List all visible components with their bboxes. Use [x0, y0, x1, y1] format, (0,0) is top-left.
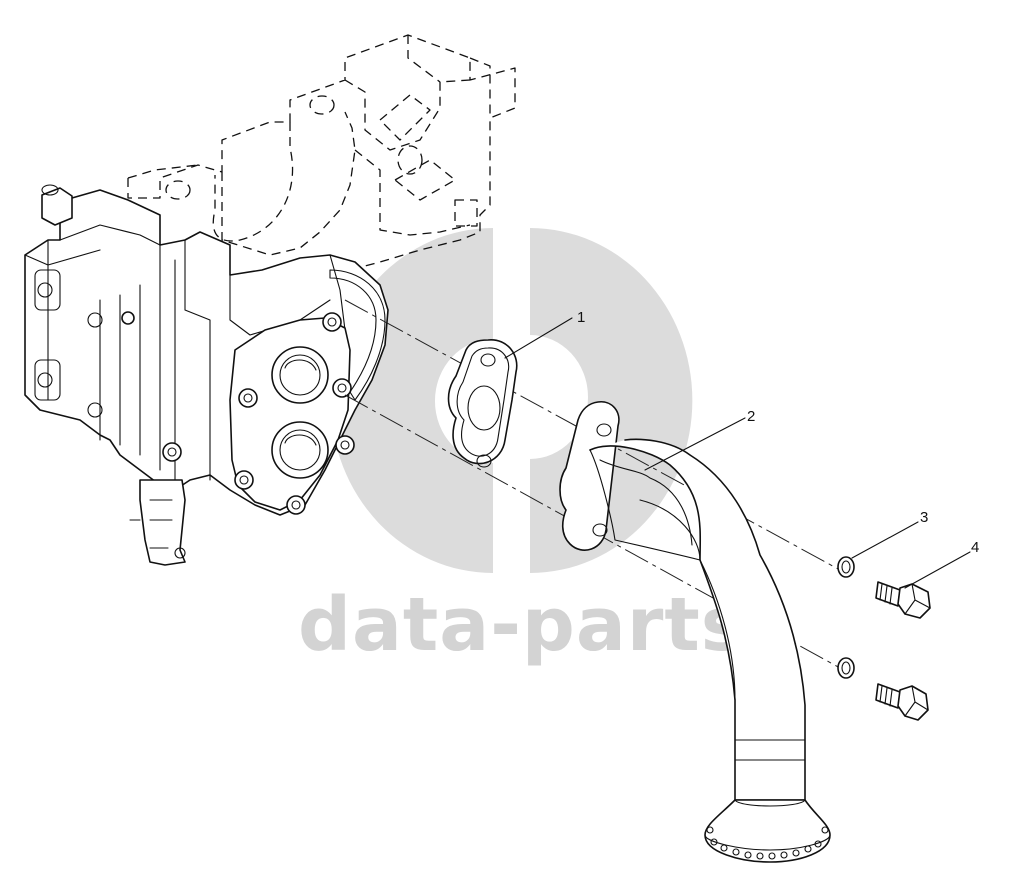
leader-lines — [504, 317, 971, 589]
part-2-suction-pipe — [559, 401, 831, 863]
pump-bolts — [121, 311, 355, 515]
callout-4: 4 — [971, 539, 979, 556]
strainer-holes — [706, 826, 829, 860]
part-1-gasket — [447, 339, 518, 468]
engine-block-phantom — [127, 34, 516, 276]
callout-1: 1 — [577, 309, 585, 326]
part-4-bolts — [875, 581, 931, 721]
callout-3: 3 — [920, 509, 928, 526]
oil-pump-assembly — [24, 184, 389, 566]
watermark-text: data-parts — [298, 582, 746, 668]
part-3-washers — [837, 556, 855, 679]
callout-2: 2 — [747, 408, 755, 425]
